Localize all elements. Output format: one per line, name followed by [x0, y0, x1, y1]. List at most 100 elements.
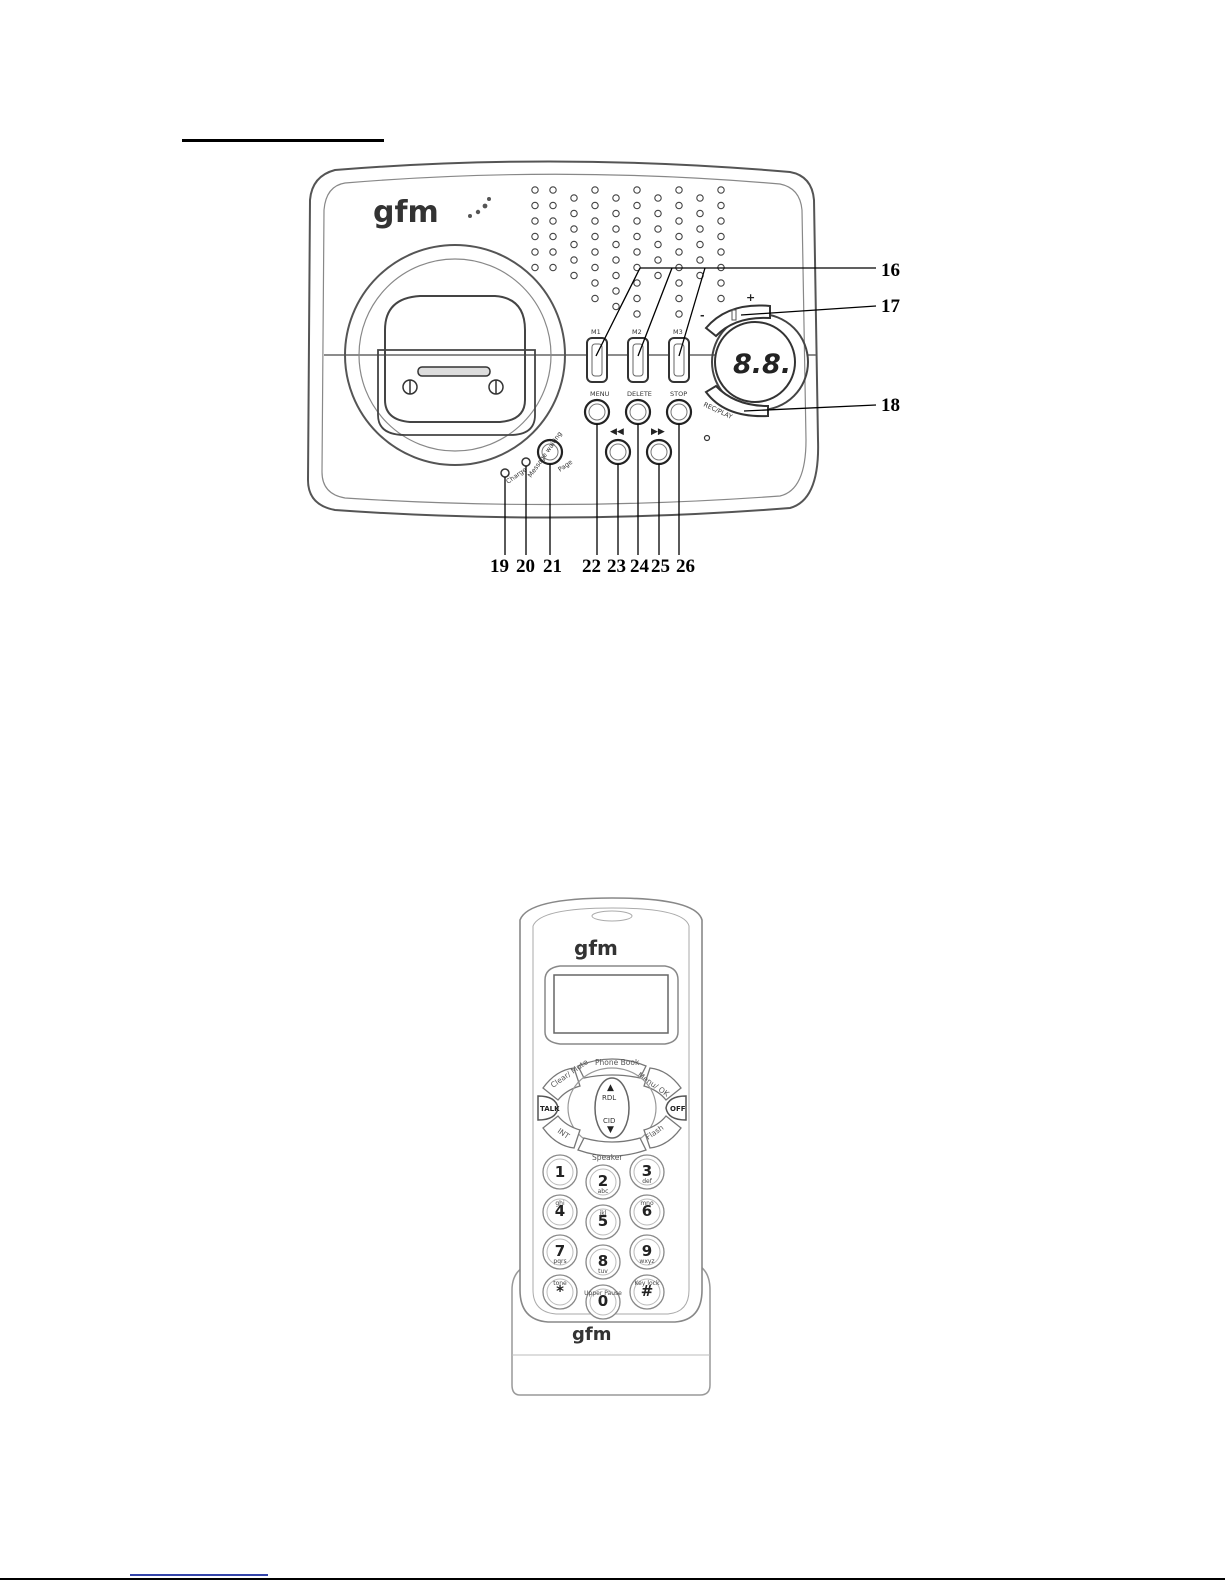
volume-minus-label: - [700, 309, 705, 322]
base-unit-diagram: gfm [0, 0, 1225, 600]
speaker-hole [718, 218, 724, 224]
speaker-label: Speaker [592, 1153, 623, 1162]
forward-icon: ▶▶ [651, 427, 665, 437]
key-letters: jkl [599, 1210, 607, 1217]
speaker-hole [532, 249, 538, 255]
speaker-hole [676, 249, 682, 255]
handset-diagram: gfm gfm Phone Book Clear/ Mute Menu/ OK … [0, 890, 1225, 1410]
callout-23: 23 [607, 556, 626, 577]
memory-label-m1: M1 [591, 328, 601, 336]
charging-pin-right [489, 380, 503, 394]
charging-pin-left [403, 380, 417, 394]
speaker-hole [718, 249, 724, 255]
callout-19: 19 [490, 556, 509, 577]
speaker-hole [613, 272, 619, 278]
speaker-hole [655, 241, 661, 247]
key-letters: mno [640, 1200, 654, 1207]
speaker-hole [613, 257, 619, 263]
memory-button-m3[interactable] [669, 338, 689, 382]
speaker-hole [550, 264, 556, 270]
speaker-hole [676, 187, 682, 193]
forward-button[interactable] [647, 440, 671, 464]
speaker-hole [655, 272, 661, 278]
speaker-hole [634, 311, 640, 317]
key-letters: abc [598, 1188, 609, 1195]
speaker-hole [571, 272, 577, 278]
speaker-hole [634, 249, 640, 255]
footer-link-underline [130, 1574, 268, 1576]
phone-book-label: Phone Book [595, 1058, 640, 1067]
key-number: 1 [555, 1163, 565, 1181]
message-counter-display: 8.8. [733, 349, 791, 380]
volume-plus-label: + [746, 291, 755, 304]
speaker-hole [571, 257, 577, 263]
delete-label: DELETE [627, 390, 652, 398]
callout-18: 18 [881, 395, 900, 416]
speaker-hole [655, 210, 661, 216]
speaker-hole [532, 218, 538, 224]
speaker-hole [634, 280, 640, 286]
key-hash[interactable]: #Key lock [630, 1275, 664, 1309]
speaker-hole [697, 241, 703, 247]
stop-button[interactable] [667, 400, 691, 424]
memory-button-m2[interactable] [628, 338, 648, 382]
talk-label: TALK [540, 1105, 560, 1113]
speaker-hole [676, 311, 682, 317]
speaker-hole [571, 210, 577, 216]
speaker-hole [571, 195, 577, 201]
speaker-hole [532, 202, 538, 208]
speaker-hole [634, 295, 640, 301]
memory-label-m2: M2 [632, 328, 642, 336]
key-letters: Key lock [635, 1280, 660, 1287]
rewind-button[interactable] [606, 440, 630, 464]
speaker-hole [592, 264, 598, 270]
speaker-hole [718, 233, 724, 239]
callout-16: 16 [881, 260, 900, 281]
speaker-hole [613, 210, 619, 216]
speaker-hole [550, 218, 556, 224]
speaker-hole [676, 202, 682, 208]
speaker-hole [655, 257, 661, 263]
speaker-hole [718, 280, 724, 286]
speaker-hole [634, 233, 640, 239]
speaker-hole [571, 226, 577, 232]
speaker-hole [550, 187, 556, 193]
speaker-hole [676, 233, 682, 239]
delete-button[interactable] [626, 400, 650, 424]
speaker-hole [697, 257, 703, 263]
callout-21: 21 [543, 556, 562, 577]
speaker-hole [697, 226, 703, 232]
speaker-hole [613, 195, 619, 201]
key-1[interactable]: 1 [543, 1155, 577, 1189]
callout-24: 24 [630, 556, 650, 577]
charging-contact-bar [418, 367, 490, 376]
cid-label: CID [603, 1117, 615, 1125]
down-arrow-icon: ▼ [607, 1125, 614, 1135]
speaker-hole [634, 218, 640, 224]
microphone-hole [705, 436, 710, 441]
speaker-hole [655, 226, 661, 232]
footer-rule [0, 1578, 1225, 1580]
speaker-hole [592, 218, 598, 224]
key-letters: def [642, 1178, 653, 1185]
key-letters: Upper Pause [584, 1290, 622, 1297]
speaker-hole [592, 280, 598, 286]
key-letters: wxyz [639, 1258, 654, 1265]
speaker-hole [676, 295, 682, 301]
menu-button[interactable] [585, 400, 609, 424]
base-logo: gfm [373, 195, 439, 230]
lcd-screen [554, 975, 668, 1033]
memory-button-m1[interactable] [587, 338, 607, 382]
speaker-hole [697, 210, 703, 216]
speaker-hole [718, 187, 724, 193]
speaker-hole [592, 249, 598, 255]
key-star[interactable]: *tone [543, 1275, 577, 1309]
